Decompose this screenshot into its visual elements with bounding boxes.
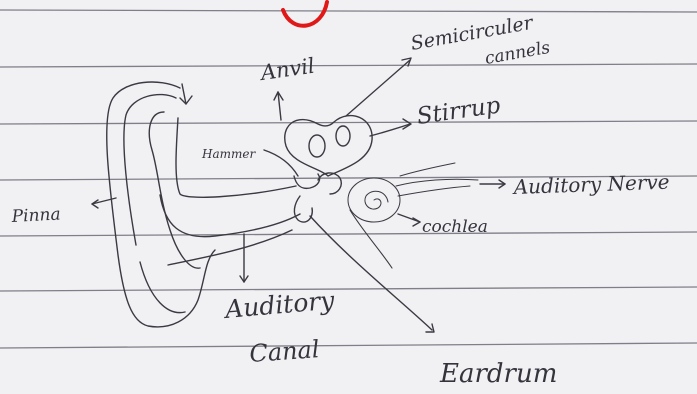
anvil-shape [285, 116, 372, 176]
anvil-hole-right [336, 126, 350, 146]
semicircular-pointer [346, 60, 410, 116]
cochlea-spiral [365, 191, 388, 209]
label-auditory-canal-1: Auditory [222, 285, 336, 324]
stirrup-pointer-head [403, 119, 411, 129]
ruled-line [0, 64, 697, 67]
label-cochlea: cochlea [422, 217, 488, 237]
anvil-hole-left [309, 135, 325, 157]
stirrup-shape [318, 173, 341, 194]
ruled-line [0, 232, 697, 236]
auditory-canal-lower [160, 195, 300, 237]
nerve-line [398, 186, 470, 196]
label-anvil: Anvil [257, 54, 316, 86]
ruled-line [0, 287, 697, 291]
label-eardrum: Eardrum [439, 359, 557, 389]
pinna-lobe [140, 262, 185, 313]
nerve-line [396, 179, 478, 186]
cochlea-pointer-head [413, 218, 420, 226]
label-stirrup: Stirrup [415, 92, 502, 129]
red-check-mark [283, 2, 327, 26]
pinna-pointer-head [92, 200, 98, 208]
hammer-handle [294, 196, 312, 222]
nerve-line [400, 163, 455, 176]
label-auditory-canal-2: Canal [248, 335, 320, 368]
ruled-line [0, 343, 697, 348]
ruled-line [0, 10, 697, 12]
hammer-pointer [264, 150, 298, 176]
pinna-inner-curl [149, 112, 200, 268]
label-hammer: Hammer [201, 147, 256, 161]
label-pinna: Pinna [10, 204, 61, 227]
label-auditory-nerve: Auditory Nerve [511, 170, 670, 199]
cochlea-tail [350, 210, 392, 268]
ruled-line [0, 121, 697, 124]
stirrup-pointer [370, 124, 410, 136]
